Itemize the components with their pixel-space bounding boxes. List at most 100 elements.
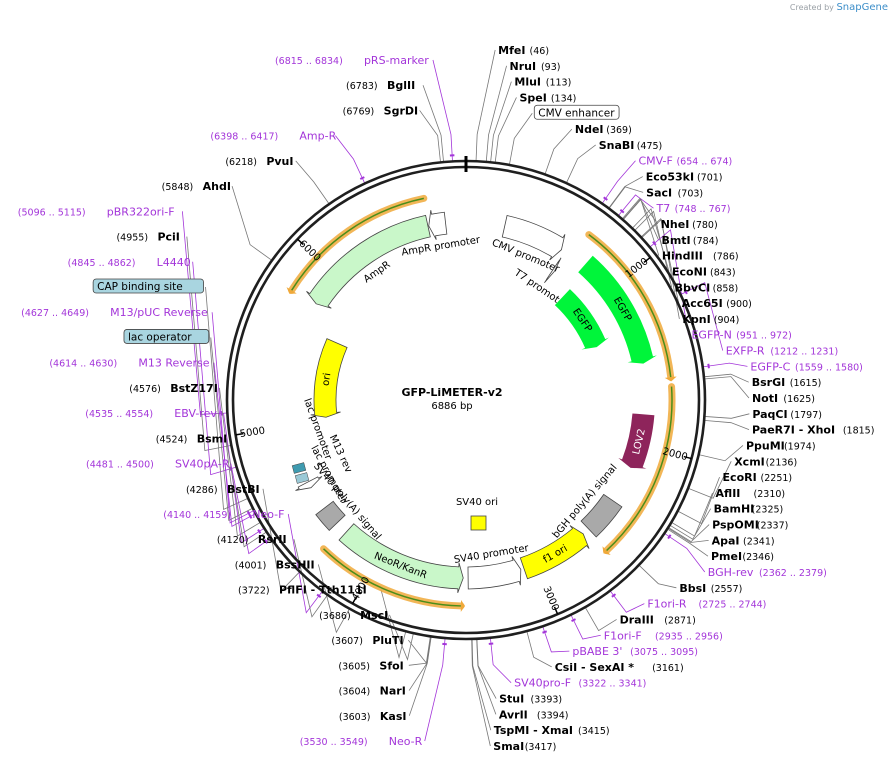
orf-arrowhead-1 xyxy=(664,376,677,382)
site-label-bstbi: BstBI(4286) xyxy=(186,483,260,496)
site-label-ecori: EcoRI(2251) xyxy=(723,471,793,484)
label-pos-nrui: (93) xyxy=(541,62,561,73)
leader-bsrgi xyxy=(703,373,749,383)
site-label-csii-sexai: CsiI - SexAI *(3161) xyxy=(555,661,684,674)
site-label-pluti: PluTI(3607) xyxy=(331,634,403,647)
label-name-ebv-rev: EBV-rev xyxy=(174,407,217,420)
leader-snabi xyxy=(566,144,596,184)
site-label-spei: SpeI(134) xyxy=(519,91,576,104)
label-name-sgrdi: SgrDI xyxy=(384,104,418,117)
leader-saci xyxy=(608,186,644,209)
label-pos-kasi: (3603) xyxy=(339,712,371,723)
label-pos-pbr322ori-f: (5096 .. 5115) xyxy=(18,207,86,218)
leader-draiii xyxy=(584,606,617,632)
site-label-nhei: NheI(780) xyxy=(661,218,718,231)
orf-core-4 xyxy=(291,197,424,291)
primer-mark-neo-f xyxy=(316,593,322,599)
site-label-neo-f: Neo-F(4140 .. 4159) xyxy=(163,508,284,521)
label-name-econi: EcoNI xyxy=(672,265,707,278)
label-name-paqci: PaqCI xyxy=(752,408,787,421)
site-label-smai: SmaI(3417) xyxy=(493,740,556,753)
label-pos-bgh-rev: (2362 .. 2379) xyxy=(759,568,827,579)
leader-smai xyxy=(471,638,491,747)
tick-label-1000: 1000 xyxy=(624,256,651,280)
label-pos-smai: (3417) xyxy=(525,742,557,753)
leader-pbabe-3 xyxy=(542,626,570,653)
leader-cmv-enhancer xyxy=(508,113,533,166)
leader-bamhi xyxy=(669,508,712,540)
orf-core-1 xyxy=(588,234,672,378)
feature-label-ori: ori xyxy=(321,372,334,386)
label-pos-neo-f: (4140 .. 4159) xyxy=(163,510,231,521)
primer-mark-egfp-c xyxy=(707,363,710,369)
label-name-avrii: AvrII xyxy=(499,708,528,721)
feature-sv40-poly-a-signal xyxy=(315,500,346,531)
site-label-pvui: PvuI(6218) xyxy=(225,155,293,168)
label-pos-t7: (748 .. 767) xyxy=(675,204,731,215)
label-name-kpni: KpnI xyxy=(682,313,710,326)
site-label-paqci: PaqCI(1797) xyxy=(752,408,822,421)
label-pos-pmei: (2346) xyxy=(742,552,774,563)
site-label-f1ori-f: F1ori-F(2935 .. 2956) xyxy=(604,629,723,642)
label-pos-sgrdi: (6769) xyxy=(343,106,375,117)
leader-pcii xyxy=(186,236,232,452)
label-name-ahdi: AhdI xyxy=(203,180,231,193)
label-name-exfp-r: EXFP-R xyxy=(726,345,765,358)
label-name-sv40pa-r: SV40pA-R xyxy=(175,458,230,471)
label-pos-tspmi-xmai: (3415) xyxy=(578,726,610,737)
label-pos-apai: (2341) xyxy=(743,536,775,547)
site-label-hindiii: HindIII(786) xyxy=(662,250,739,263)
leader-ahdi xyxy=(231,185,273,261)
site-label-cmv-enhancer: CMV enhancer xyxy=(533,104,620,120)
label-pos-ahdi: (5848) xyxy=(162,182,194,193)
site-label-kpni: KpnI(904) xyxy=(682,313,739,326)
label-name-noti: NotI xyxy=(752,392,778,405)
label-name-cmv-f: CMV-F xyxy=(638,155,672,168)
label-name-ecori: EcoRI xyxy=(723,471,757,484)
label-name-pluti: PluTI xyxy=(372,634,403,647)
label-pos-l4440: (4845 .. 4862) xyxy=(68,258,136,269)
label-pos-bsrgi: (1615) xyxy=(790,378,822,389)
label-name-xcmi: XcmI xyxy=(734,455,765,468)
site-label-msci: MscI(3686) xyxy=(319,609,388,622)
label-pos-acc65i: (900) xyxy=(726,299,752,310)
feature-sv40-promoter xyxy=(467,556,522,590)
site-label-mfei: MfeI(46) xyxy=(498,44,549,57)
snapgene-logo: SnapGene xyxy=(836,2,888,13)
site-label-ndei: NdeI(369) xyxy=(575,123,632,136)
leader-eco53ki xyxy=(608,176,643,209)
site-label-pbr322ori-f: pBR322ori-F(5096 .. 5115) xyxy=(18,205,175,218)
site-label-ebv-rev: EBV-rev(4535 .. 4554) xyxy=(85,407,217,420)
label-name-ndei: NdeI xyxy=(575,123,604,136)
leader-bsmi xyxy=(225,438,267,548)
leader-mlui xyxy=(490,81,512,163)
label-name-neo-r: Neo-R xyxy=(389,735,423,748)
leader-pflfi-tth111i xyxy=(380,589,407,659)
label-pos-bbsi: (2557) xyxy=(711,584,743,595)
label-pos-pvui: (6218) xyxy=(225,157,257,168)
primer-mark-pbabe-3 xyxy=(542,630,548,634)
center-title: GFP-LiMETER-v2 6886 bp xyxy=(401,386,502,412)
label-pos-prs-marker: (6815 .. 6834) xyxy=(275,56,343,67)
label-name-f1ori-r: F1ori-R xyxy=(647,598,687,611)
tick-mark-4000 xyxy=(351,596,358,604)
label-name-csii-sexai: CsiI - SexAI * xyxy=(555,661,635,674)
label-name-bbsi: BbsI xyxy=(679,582,706,595)
label-pos-rsrii: (4120) xyxy=(217,535,249,546)
label-name-spei: SpeI xyxy=(519,91,546,104)
label-name-ppumi: PpuMI xyxy=(746,439,785,452)
label-name-nhei: NheI xyxy=(661,218,690,231)
feature-egfp-inner xyxy=(554,289,609,350)
leader-paqci xyxy=(704,413,750,419)
site-label-sgrdi: SgrDI (6769) xyxy=(343,104,418,117)
orf-arrowhead-3 xyxy=(460,599,466,612)
orf-core-2 xyxy=(606,386,673,552)
label-name-m13-puc-reverse: M13/pUC Reverse xyxy=(110,306,208,319)
tick-mark-2000 xyxy=(683,455,692,460)
feature-ori xyxy=(310,338,348,418)
leader-ppumi xyxy=(698,445,744,462)
label-name-bglii: BglII xyxy=(387,79,415,92)
site-label-egfp-n: EGFP-N(951 .. 972) xyxy=(691,329,791,342)
